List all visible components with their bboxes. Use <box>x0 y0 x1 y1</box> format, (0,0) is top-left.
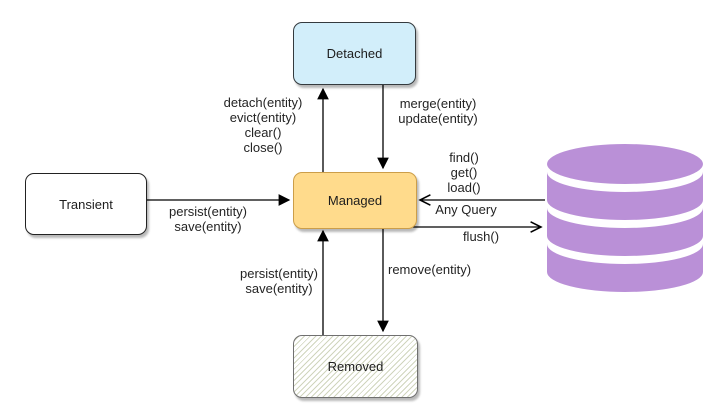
database-top-disk <box>547 144 703 184</box>
label-flush: flush() <box>462 229 500 244</box>
node-detached-label: Detached <box>326 46 383 61</box>
database-band-3 <box>547 244 703 292</box>
node-managed: Managed <box>293 172 417 229</box>
node-detached: Detached <box>293 22 416 85</box>
node-removed: Removed <box>293 335 418 398</box>
label-database-to-managed: find() get() load() <box>447 150 481 195</box>
database-icon <box>547 144 703 292</box>
label-transient-to-managed: persist(entity) save(entity) <box>168 204 248 234</box>
node-transient-label: Transient <box>59 196 113 212</box>
node-transient: Transient <box>25 173 147 235</box>
database-band-2 <box>547 208 703 256</box>
label-removed-to-managed: persist(entity) save(entity) <box>239 266 319 296</box>
label-any-query: Any Query <box>435 202 497 217</box>
label-managed-to-removed: remove(entity) <box>388 262 472 277</box>
node-managed-label: Managed <box>327 193 383 208</box>
label-managed-to-detached: detach(entity) evict(entity) clear() clo… <box>223 95 303 155</box>
database-band-1 <box>547 172 703 220</box>
node-removed-label: Removed <box>327 359 384 374</box>
label-detached-to-managed: merge(entity) update(entity) <box>398 96 478 126</box>
